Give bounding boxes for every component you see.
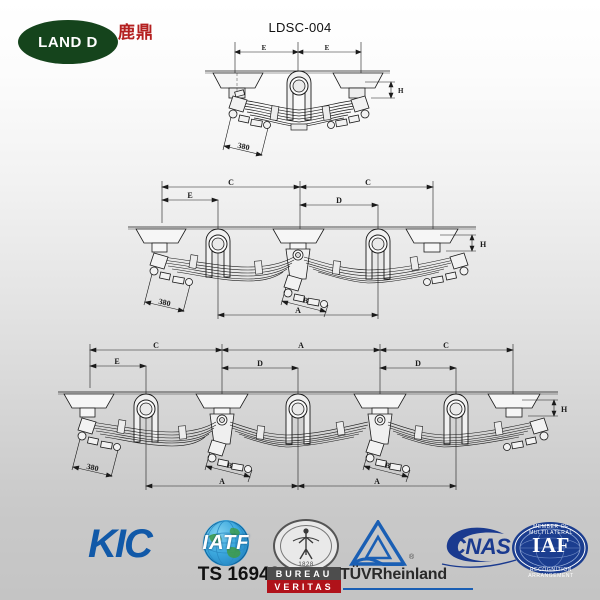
dimension-label-E: E	[114, 357, 119, 366]
dimension-label-B-left: B	[226, 461, 234, 471]
registered-mark: ®	[409, 554, 415, 561]
tuv-rheinland-text: TÜVRheinland	[340, 566, 447, 583]
dimension-label-H: H	[398, 87, 404, 95]
dimension-group-H	[365, 81, 395, 99]
logo-ellipse: LAND D	[18, 20, 118, 64]
hanger-bracket-right	[332, 72, 384, 99]
axle-hanger-3	[443, 393, 469, 445]
dimension-label-C-right: C	[443, 341, 449, 350]
dimension-label-E: E	[187, 191, 192, 200]
iaf-top-text: MEMBER OF MULTILATERAL	[529, 524, 573, 536]
kic-logo-text: KIC	[88, 522, 153, 566]
bureau-veritas-seal-icon: 1828	[273, 519, 339, 573]
dimension-group-B-left	[204, 451, 253, 483]
dimension-label-D: D	[336, 196, 342, 205]
shackle-left	[228, 89, 271, 129]
tuv-triangle-icon	[349, 520, 407, 566]
iaf-bottom-text: RECOGNITION ARRANGEMENT	[528, 567, 574, 579]
dimension-group-H	[522, 399, 558, 417]
center-pivot-brackets	[209, 413, 393, 445]
axle-hanger-2	[285, 393, 311, 445]
dimension-group-E	[161, 197, 219, 275]
cnas-logo-text: CNAS	[450, 534, 511, 559]
center-pivot-bracket	[285, 248, 311, 280]
leaf-spring-pack-1	[161, 256, 295, 282]
cert-bureau-veritas: 1828 BUREAU VERITAS	[265, 519, 343, 593]
dimension-label-A-left: A	[219, 477, 225, 486]
iatf-logo-text: IATF	[202, 532, 250, 554]
leaf-spring-pack-1	[89, 421, 217, 447]
shackle-assemblies	[77, 417, 549, 473]
spring-clamps	[188, 254, 420, 275]
dimension-label-A: A	[295, 306, 301, 315]
iaf-oval-icon	[512, 522, 588, 574]
dimension-label-380: 380	[86, 462, 100, 473]
hanger-brackets	[63, 393, 541, 418]
axle-hanger-1	[133, 393, 159, 443]
cnas-swoosh-icon	[441, 527, 517, 568]
dimension-label-A-right: A	[374, 477, 380, 486]
dimension-label-C-left: C	[153, 341, 159, 350]
iaf-logo-text: IAF	[532, 533, 570, 557]
dimension-group-top	[234, 42, 362, 80]
axle-hanger-1	[205, 228, 231, 278]
axle-hanger-2	[365, 228, 391, 280]
cert-tuv-rheinland: ® TÜVRheinland	[340, 520, 475, 590]
dimension-group-B-right	[362, 451, 411, 483]
dimension-label-D-left: D	[257, 359, 263, 368]
dimension-group-second	[89, 363, 457, 444]
bureau-veritas-year: 1828	[298, 562, 314, 568]
page-title: LDSC-004	[268, 20, 332, 35]
dimension-label-E-left: E	[262, 44, 267, 52]
tuv-underline	[343, 588, 473, 590]
leaf-spring-pack-2	[303, 256, 455, 284]
drawing-two-axle: C C E D	[128, 175, 498, 325]
certification-logos: KIC IATF TS 16949	[0, 518, 600, 596]
dimension-label-380: 380	[237, 141, 251, 152]
dimension-label-E-right: E	[325, 44, 330, 52]
spring-clamps	[116, 419, 504, 440]
globe-icon	[203, 520, 249, 566]
spring-center-clamp	[269, 105, 332, 131]
dimension-label-C-right: C	[365, 178, 371, 187]
brand-logo: LAND D 鹿鼎	[18, 10, 198, 68]
seal-inner-ring	[280, 525, 332, 567]
axle-hanger-center	[286, 70, 312, 121]
shackle-right	[327, 95, 370, 129]
cert-cnas: CNAS	[440, 524, 520, 574]
dimension-group-A-bottom	[145, 442, 457, 490]
dimension-label-H: H	[480, 240, 487, 249]
dimension-label-380: 380	[158, 297, 172, 308]
shackle-assemblies	[149, 252, 469, 308]
dimension-group-380	[143, 273, 191, 313]
dimension-group-H	[440, 234, 476, 252]
ts16949-text: TS 16949	[197, 564, 281, 585]
chassis-rail	[58, 391, 558, 395]
hanger-brackets	[135, 228, 459, 253]
drawing-single-axle: E E	[205, 38, 405, 158]
dimension-label-B-right: B	[384, 461, 392, 471]
cert-iatf-ts16949: IATF TS 16949	[185, 520, 295, 590]
drawing-three-axle: C A C E D D	[58, 338, 568, 498]
leaf-spring-pack-2	[229, 421, 369, 448]
dimension-label-A-top: A	[298, 341, 304, 350]
leaf-spring-pack-3	[387, 421, 535, 448]
dimension-group-380	[222, 116, 269, 157]
veritas-text: VERITAS	[267, 580, 341, 593]
dimension-group-380	[71, 438, 119, 478]
dimension-label-C-left: C	[228, 178, 234, 187]
logo-chinese-text: 鹿鼎	[118, 23, 154, 43]
dimension-group-A	[217, 275, 379, 319]
cert-iaf: MEMBER OF MULTILATERAL IAF RECOGNITION A…	[512, 520, 590, 582]
dimension-label-D-right: D	[415, 359, 421, 368]
cert-kic: KIC	[88, 522, 168, 572]
dimension-label-B: B	[302, 296, 310, 306]
dimension-group-C	[161, 181, 434, 243]
logo-text: LAND D	[38, 33, 98, 51]
dimension-label-H: H	[561, 405, 568, 414]
bureau-text: BUREAU	[267, 567, 341, 580]
